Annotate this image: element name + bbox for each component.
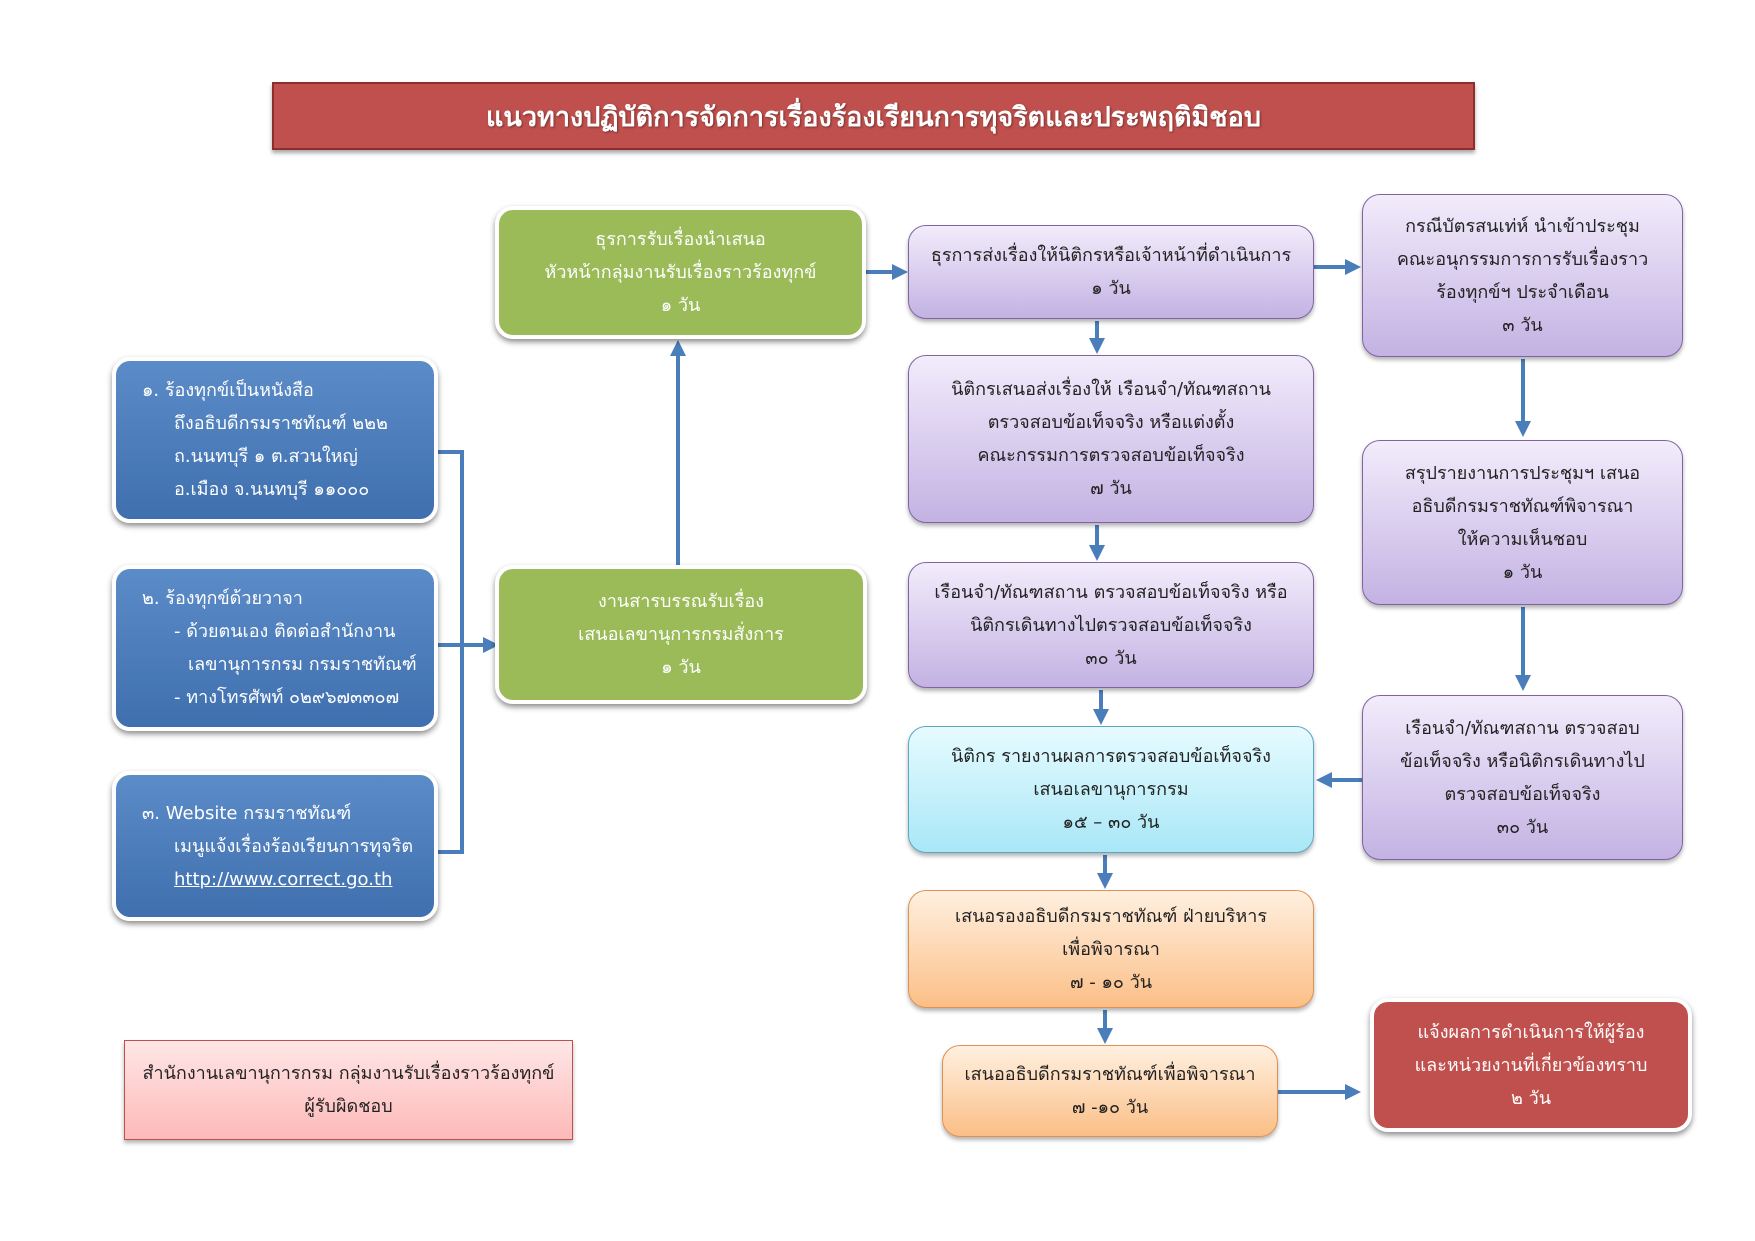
channel-letter-line: อ.เมือง จ.นนทบุรี ๑๑๐๐๐ [174, 479, 370, 500]
step-duration: ๗ -๑๐ วัน [1071, 1097, 1149, 1118]
website-link[interactable]: http://www.correct.go.th [174, 868, 393, 890]
step-text: นิติกร รายงานผลการตรวจสอบข้อเท็จจริง [951, 746, 1271, 767]
step-forward-box: ธุรการส่งเรื่องให้นิติกรหรือเจ้าหน้าที่ด… [908, 225, 1314, 319]
step-text: ตรวจสอบข้อเท็จจริง หรือแต่งตั้ง [987, 412, 1235, 433]
channel-website-line: ๓. Website กรมราชทัณฑ์ [142, 802, 352, 824]
step-text: ให้ความเห็นชอบ [1457, 528, 1588, 550]
step-text: นิติกรเสนอส่งเรื่องให้ เรือนจำ/ทัณฑสถาน [951, 379, 1271, 400]
channel-verbal-line: เลขานุการกรม กรมราชทัณฑ์ [188, 654, 417, 675]
step-text: เสนออธิบดีกรมราชทัณฑ์เพื่อพิจารณา [964, 1064, 1256, 1085]
step-duration: ๓๐ วัน [1496, 816, 1549, 838]
channel-website-line: เมนูแจ้งเรื่องร้องเรียนการทุจริต [174, 835, 414, 857]
step-duration: ๑ วัน [660, 295, 701, 316]
step-text: เสนอเลขานุการกรมสั่งการ [578, 624, 784, 645]
step-duration: ๒ วัน [1511, 1087, 1551, 1109]
step-summary-box: สรุปรายงานการประชุมฯ เสนอ อธิบดีกรมราชทั… [1362, 440, 1683, 605]
step-text: หัวหน้ากลุ่มงานรับเรื่องราวร้องทุกข์ [544, 262, 817, 283]
step-text: ธุรการรับเรื่องนำเสนอ [595, 229, 766, 250]
step-duration: ๗ วัน [1090, 478, 1132, 499]
step-text: และหน่วยงานที่เกี่ยวข้องทราบ [1414, 1054, 1648, 1076]
step-duration: ๓๐ วัน [1085, 647, 1137, 669]
step-duration: ๗ - ๑๐ วัน [1069, 971, 1153, 993]
channel-letter-line: ๑. ร้องทุกข์เป็นหนังสือ [142, 380, 314, 401]
step-text: แจ้งผลการดำเนินการให้ผู้ร้อง [1417, 1021, 1645, 1043]
page-title: แนวทางปฏิบัติการจัดการเรื่องร้องเรียนการ… [272, 82, 1475, 150]
channel-verbal-line: - ทางโทรศัพท์ ๐๒๙๖๗๓๓๐๗ [174, 687, 400, 708]
step-prison-check2-box: เรือนจำ/ทัณฑสถาน ตรวจสอบ ข้อเท็จจริง หรื… [1362, 695, 1683, 860]
channel-website-box: ๓. Website กรมราชทัณฑ์ เมนูแจ้งเรื่องร้อ… [112, 771, 438, 921]
step-text: เสนอเลขานุการกรม [1033, 779, 1189, 800]
channel-verbal-box: ๒. ร้องทุกข์ด้วยวาจา - ด้วยตนเอง ติดต่อส… [112, 565, 438, 731]
responsible-note: สำนักงานเลขานุการกรม กลุ่มงานรับเรื่องรา… [124, 1040, 573, 1140]
responsible-text: สำนักงานเลขานุการกรม กลุ่มงานรับเรื่องรา… [142, 1063, 555, 1084]
responsible-label: ผู้รับผิดชอบ [304, 1096, 393, 1117]
step-duration: ๑ วัน [661, 657, 701, 678]
step-text: คณะอนุกรรมการการรับเรื่องราว [1396, 248, 1649, 270]
channel-verbal-line: - ด้วยตนเอง ติดต่อสำนักงาน [174, 621, 396, 642]
step-text: ธุรการส่งเรื่องให้นิติกรหรือเจ้าหน้าที่ด… [930, 245, 1292, 266]
step-text: เสนอรองอธิบดีกรมราชทัณฑ์ ฝ่ายบริหาร [954, 905, 1268, 927]
channel-letter-box: ๑. ร้องทุกข์เป็นหนังสือ ถึงอธิบดีกรมราชท… [112, 357, 438, 523]
step-text: ข้อเท็จจริง หรือนิติกรเดินทางไป [1400, 750, 1645, 772]
step-text: สรุปรายงานการประชุมฯ เสนอ [1404, 462, 1641, 484]
step-legal-propose-box: นิติกรเสนอส่งเรื่องให้ เรือนจำ/ทัณฑสถาน … [908, 355, 1314, 523]
step-text: ตรวจสอบข้อเท็จจริง [1444, 783, 1601, 805]
step-prison-check-box: เรือนจำ/ทัณฑสถาน ตรวจสอบข้อเท็จจริง หรือ… [908, 562, 1314, 688]
channel-letter-line: ถึงอธิบดีกรมราชทัณฑ์ ๒๒๒ [174, 413, 388, 434]
step-duration: ๑ วัน [1091, 278, 1131, 299]
step-text: อธิบดีกรมราชทัณฑ์พิจารณา [1411, 495, 1634, 517]
step-deputy-box: เสนอรองอธิบดีกรมราชทัณฑ์ ฝ่ายบริหาร เพื่… [908, 890, 1314, 1008]
step-text: งานสารบรรณรับเรื่อง [598, 591, 764, 612]
step-director-box: เสนออธิบดีกรมราชทัณฑ์เพื่อพิจารณา ๗ -๑๐ … [942, 1045, 1278, 1137]
step-text: นิติกรเดินทางไปตรวจสอบข้อเท็จจริง [970, 614, 1252, 636]
step-receive-box: ธุรการรับเรื่องนำเสนอ หัวหน้ากลุ่มงานรับ… [495, 206, 866, 339]
step-text: ร้องทุกข์ฯ ประจำเดือน [1436, 281, 1609, 303]
step-text: คณะกรรมการตรวจสอบข้อเท็จจริง [977, 445, 1245, 466]
step-duration: ๓ วัน [1502, 314, 1543, 336]
channel-verbal-line: ๒. ร้องทุกข์ด้วยวาจา [142, 588, 303, 609]
step-text: เรือนจำ/ทัณฑสถาน ตรวจสอบ [1405, 717, 1640, 739]
channel-letter-line: ถ.นนทบุรี ๑ ต.สวนใหญ่ [174, 446, 358, 467]
step-duration: ๑ วัน [1502, 561, 1543, 583]
step-saraban-box: งานสารบรรณรับเรื่อง เสนอเลขานุการกรมสั่ง… [495, 565, 867, 704]
step-text: เพื่อพิจารณา [1062, 938, 1160, 960]
step-legal-report-box: นิติกร รายงานผลการตรวจสอบข้อเท็จจริง เสน… [908, 726, 1314, 853]
step-notify-box: แจ้งผลการดำเนินการให้ผู้ร้อง และหน่วยงาน… [1370, 998, 1692, 1132]
step-text: เรือนจำ/ทัณฑสถาน ตรวจสอบข้อเท็จจริง หรือ [934, 581, 1288, 603]
step-text: กรณีบัตรสนเท่ห์ นำเข้าประชุม [1405, 215, 1640, 237]
bracket-connector [438, 450, 464, 854]
step-duration: ๑๕ – ๓๐ วัน [1062, 812, 1160, 833]
step-anonymous-box: กรณีบัตรสนเท่ห์ นำเข้าประชุม คณะอนุกรรมก… [1362, 194, 1683, 357]
